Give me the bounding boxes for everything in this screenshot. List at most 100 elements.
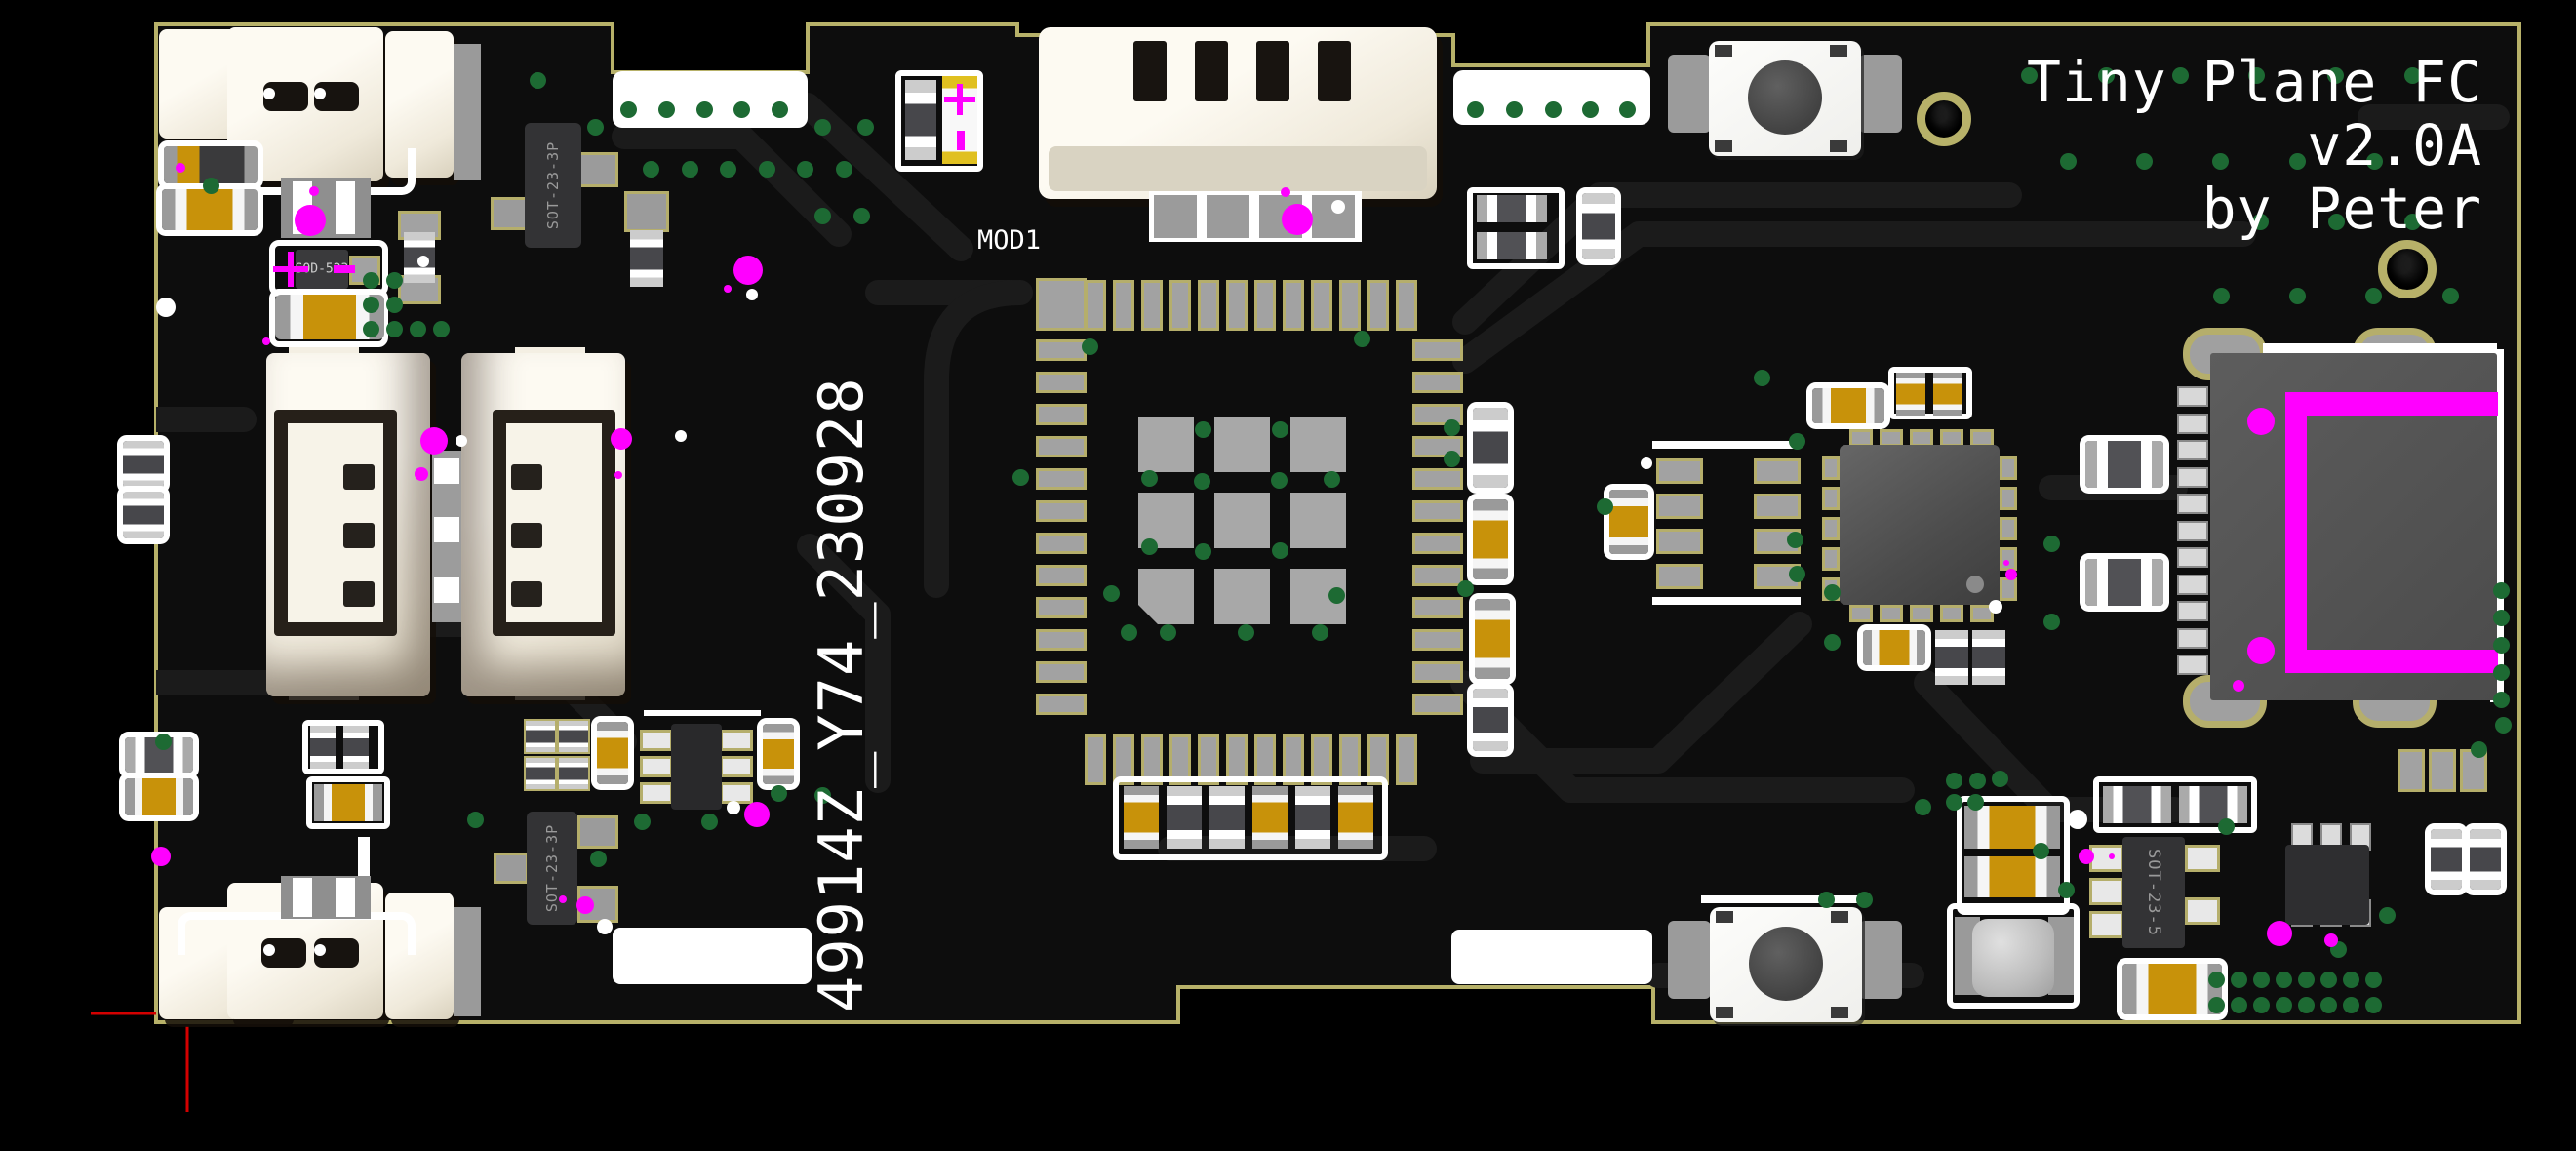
via (2230, 971, 2247, 988)
resistor (2085, 559, 2163, 606)
via (1120, 623, 1137, 641)
via (1271, 541, 1288, 559)
via (2403, 66, 2421, 84)
qfn-pad (1412, 629, 1463, 651)
via (1788, 565, 1805, 582)
qfn-pad (1412, 533, 1463, 554)
via (1596, 497, 1613, 515)
via (681, 160, 698, 178)
via (2470, 740, 2487, 758)
via (2042, 535, 2060, 552)
via (1753, 369, 1770, 386)
qfn-thermal-pad (1138, 417, 1194, 472)
via (1823, 583, 1841, 601)
inductor (1972, 919, 2054, 997)
module-pad (2177, 466, 2208, 488)
hole (314, 88, 326, 99)
via (1194, 542, 1211, 560)
polarity-plus-marker (944, 84, 975, 115)
via (856, 118, 874, 136)
pin-header-top-left (613, 71, 808, 128)
qfn-pad (1141, 734, 1163, 785)
via (619, 100, 637, 118)
qfn-thermal-pad (1214, 493, 1270, 548)
via (2211, 152, 2229, 170)
via (589, 850, 607, 867)
resistor (1473, 689, 1508, 751)
via (1443, 418, 1460, 436)
via (2247, 66, 2265, 84)
highlight-outline (2285, 650, 2498, 673)
test-point (1281, 187, 1290, 197)
qfn-pad (1283, 280, 1304, 331)
via (633, 813, 651, 830)
qfn-pad (1226, 280, 1248, 331)
mcu-pad (2000, 517, 2017, 540)
via (835, 160, 852, 178)
via (1788, 432, 1805, 450)
pad-gap (336, 181, 355, 234)
resistor (2470, 829, 2501, 890)
qfn-pad (1141, 280, 1163, 331)
qfn-pad (1113, 280, 1134, 331)
qfn-pad (1339, 734, 1361, 785)
via (2207, 996, 2225, 1013)
via (2364, 971, 2382, 988)
via (2297, 996, 2315, 1013)
resistor (1935, 630, 1968, 685)
mcu-pad (2000, 487, 2017, 510)
capacitor (763, 724, 794, 784)
via (813, 118, 831, 136)
footprint-pad (1656, 529, 1703, 554)
highlight-outline (2285, 392, 2307, 673)
qfn-pad (1412, 372, 1463, 393)
via (1991, 770, 2008, 787)
qfn-pad (1169, 734, 1191, 785)
via (1443, 450, 1460, 467)
footprint-pad (1656, 494, 1703, 519)
qfn-pad (1198, 280, 1219, 331)
qfn-pad (1339, 280, 1361, 331)
capacitor (162, 189, 258, 230)
test-point (2109, 853, 2115, 859)
via (1270, 471, 1288, 489)
footprint-pad (1656, 564, 1703, 589)
via (1237, 623, 1254, 641)
module-pad (2177, 413, 2208, 434)
via (2403, 213, 2421, 230)
module-pad (2177, 494, 2208, 514)
qfn-pad (1036, 694, 1087, 715)
mcu-pad (1822, 547, 1840, 571)
hole (597, 919, 613, 934)
mcu-pad (1849, 605, 1873, 622)
module-pad (2177, 627, 2208, 649)
qfn-pad (1412, 500, 1463, 522)
silkscreen-bar-right (1451, 930, 1652, 984)
test-point (151, 847, 171, 866)
module-pad (2177, 386, 2208, 407)
qfn-pad (1036, 661, 1087, 683)
hole (417, 256, 429, 267)
via (2319, 971, 2337, 988)
qfn-pad (1036, 500, 1087, 522)
mcu-pad (1822, 487, 1840, 510)
qfn-pad (1254, 734, 1276, 785)
hole (727, 801, 740, 814)
test-point (262, 337, 270, 345)
via (2207, 971, 2225, 988)
resistor (123, 492, 164, 538)
mounting-hole-2 (2378, 240, 2437, 298)
test-point (420, 427, 448, 455)
resistor (1972, 630, 2005, 685)
via (2364, 287, 2382, 304)
qfn-pad (1036, 404, 1087, 425)
via (1271, 420, 1288, 438)
qfn-pad (1367, 734, 1389, 785)
qfn-pad (1283, 734, 1304, 785)
via (2327, 213, 2345, 230)
via (2494, 716, 2512, 734)
via (1466, 100, 1484, 118)
via (1081, 337, 1098, 355)
polarity-minus-marker (334, 265, 355, 273)
